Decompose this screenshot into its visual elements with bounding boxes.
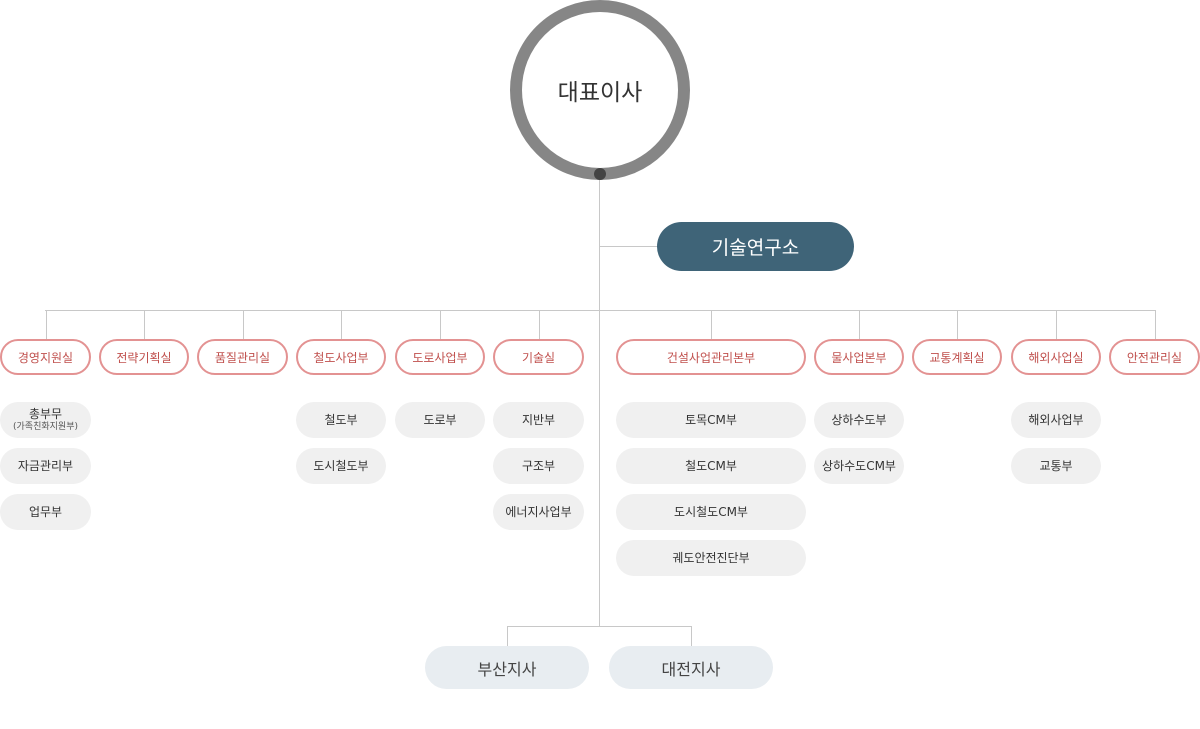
sub-department-node[interactable]: 철도CM부 — [616, 448, 806, 484]
sub-department-node[interactable]: 상하수도CM부 — [814, 448, 904, 484]
department-label: 경영지원실 — [17, 350, 74, 365]
sub-department-label: 에너지사업부 — [505, 504, 572, 519]
sub-department-node[interactable]: 상하수도부 — [814, 402, 904, 438]
sub-department-node[interactable]: 철도부 — [296, 402, 386, 438]
department-node[interactable]: 물사업본부 — [814, 339, 904, 375]
department-drop-line — [243, 310, 244, 339]
sub-department-label: 도로부 — [423, 412, 457, 427]
sub-department-label: 교통부 — [1039, 458, 1073, 473]
research-institute-node[interactable]: 기술연구소 — [657, 222, 854, 271]
branch-drop-busan — [507, 626, 508, 646]
ceo-label: 대표이사 — [557, 80, 643, 106]
department-bus-line — [45, 310, 1155, 311]
department-drop-line — [859, 310, 860, 339]
department-drop-line — [46, 310, 47, 339]
department-node[interactable]: 건설사업관리본부 — [616, 339, 806, 375]
sub-department-node[interactable]: 업무부 — [0, 494, 91, 530]
branch-busan[interactable]: 부산지사 — [425, 646, 589, 689]
sub-department-label: 구조부 — [521, 458, 556, 473]
sub-department-label: 지반부 — [521, 412, 556, 427]
sub-department-label: 궤도안전진단부 — [672, 550, 750, 565]
research-label: 기술연구소 — [711, 237, 800, 259]
department-label: 기술실 — [521, 350, 556, 365]
sub-department-label: 자금관리부 — [17, 458, 74, 473]
department-node[interactable]: 교통계획실 — [912, 339, 1002, 375]
branch-label: 부산지사 — [477, 659, 537, 679]
sub-department-node[interactable]: 토목CM부 — [616, 402, 806, 438]
sub-department-label: 철도CM부 — [685, 458, 737, 473]
research-connector — [600, 246, 657, 247]
department-drop-line — [711, 310, 712, 339]
department-label: 철도사업부 — [313, 350, 369, 365]
department-drop-line — [1056, 310, 1057, 339]
sub-department-label: 도시철도CM부 — [674, 504, 748, 519]
sub-department-node[interactable]: 도시철도CM부 — [616, 494, 806, 530]
branch-bus-line — [507, 626, 692, 627]
sub-department-node[interactable]: 지반부 — [493, 402, 584, 438]
department-node[interactable]: 도로사업부 — [395, 339, 485, 375]
department-node[interactable]: 철도사업부 — [296, 339, 386, 375]
department-drop-line — [144, 310, 145, 339]
branch-daejeon[interactable]: 대전지사 — [609, 646, 773, 689]
ceo-connector-dot — [594, 168, 606, 180]
department-drop-line — [341, 310, 342, 339]
sub-department-label: 해외사업부 — [1028, 412, 1084, 427]
department-node[interactable]: 품질관리실 — [197, 339, 288, 375]
department-drop-line — [957, 310, 958, 339]
ceo-node[interactable]: 대표이사 — [510, 0, 690, 180]
sub-department-node[interactable]: 도시철도부 — [296, 448, 386, 484]
department-label: 해외사업실 — [1028, 350, 1084, 365]
sub-department-label: 상하수도CM부 — [822, 458, 896, 473]
department-node[interactable]: 전략기획실 — [99, 339, 189, 375]
department-drop-line — [1155, 310, 1156, 339]
sub-department-node[interactable]: 총부무(가족친화지원부) — [0, 402, 91, 438]
sub-department-node[interactable]: 자금관리부 — [0, 448, 91, 484]
sub-department-node[interactable]: 도로부 — [395, 402, 485, 438]
branch-label: 대전지사 — [661, 659, 721, 679]
department-node[interactable]: 해외사업실 — [1011, 339, 1101, 375]
department-label: 물사업본부 — [831, 350, 887, 365]
trunk-line — [599, 175, 600, 627]
department-label: 도로사업부 — [412, 350, 468, 365]
sub-department-label: 철도부 — [324, 412, 358, 427]
department-drop-line — [440, 310, 441, 339]
department-label: 품질관리실 — [214, 350, 271, 365]
department-drop-line — [539, 310, 540, 339]
department-label: 전략기획실 — [116, 350, 172, 365]
department-node[interactable]: 경영지원실 — [0, 339, 91, 375]
sub-department-node[interactable]: 구조부 — [493, 448, 584, 484]
branch-drop-daejeon — [691, 626, 692, 646]
sub-department-note: (가족친화지원부) — [13, 421, 78, 432]
department-label: 건설사업관리본부 — [666, 350, 756, 365]
sub-department-label: 도시철도부 — [313, 458, 369, 473]
department-label: 안전관리실 — [1126, 350, 1183, 365]
sub-department-node[interactable]: 궤도안전진단부 — [616, 540, 806, 576]
sub-department-label: 총부무 — [28, 407, 63, 422]
department-label: 교통계획실 — [929, 350, 985, 365]
department-node[interactable]: 안전관리실 — [1109, 339, 1200, 375]
department-node[interactable]: 기술실 — [493, 339, 584, 375]
sub-department-label: 상하수도부 — [831, 412, 887, 427]
sub-department-label: 토목CM부 — [685, 412, 737, 427]
sub-department-node[interactable]: 에너지사업부 — [493, 494, 584, 530]
sub-department-node[interactable]: 교통부 — [1011, 448, 1101, 484]
sub-department-label: 업무부 — [28, 504, 63, 519]
sub-department-node[interactable]: 해외사업부 — [1011, 402, 1101, 438]
